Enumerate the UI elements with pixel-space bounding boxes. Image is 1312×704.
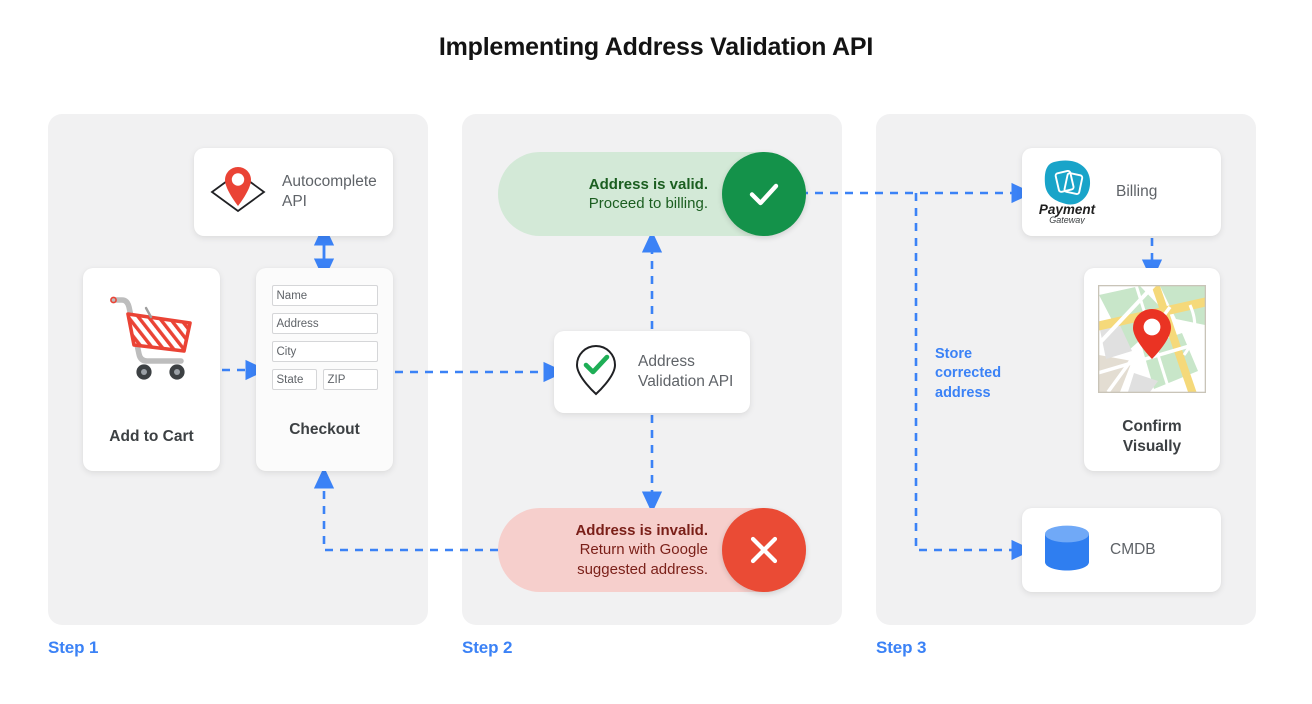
- address-invalid-line1: Address is invalid.: [575, 522, 708, 540]
- state-field[interactable]: State: [271, 369, 317, 390]
- map-thumbnail-icon: [1092, 279, 1211, 399]
- step-3-label: Step 3: [876, 638, 927, 657]
- cmdb-card[interactable]: CMDB: [1022, 508, 1221, 592]
- step-2-label: Step 2: [462, 638, 513, 657]
- checkout-card[interactable]: Name Address City State ZIP Checkout: [256, 268, 393, 471]
- zip-field[interactable]: ZIP: [322, 369, 378, 390]
- address-field[interactable]: Address: [271, 313, 378, 334]
- add-to-cart-label: Add to Cart: [109, 428, 194, 445]
- database-cylinder-icon: [1042, 524, 1092, 577]
- address-invalid-line3: suggested address.: [577, 560, 708, 578]
- autocomplete-api-label: Autocomplete API: [282, 173, 377, 210]
- map-pin-check-icon: [570, 341, 622, 404]
- add-to-cart-card[interactable]: Add to Cart: [83, 268, 220, 471]
- address-valid-line1: Address is valid.: [588, 175, 708, 193]
- store-corrected-address-label: Store corrected address: [935, 346, 1002, 401]
- name-field[interactable]: Name: [271, 285, 378, 306]
- check-icon: [722, 152, 806, 236]
- city-field[interactable]: City: [271, 341, 378, 362]
- address-valid-line2: Proceed to billing.: [588, 195, 708, 212]
- close-icon: [722, 508, 806, 592]
- map-pin-envelope-icon: [208, 161, 268, 224]
- address-invalid-banner: Address is invalid. Return with Google s…: [498, 508, 806, 592]
- billing-label: Billing: [1116, 183, 1158, 201]
- checkout-label: Checkout: [289, 421, 360, 438]
- address-invalid-line2: Return with Google: [579, 541, 708, 559]
- address-valid-banner: Address is valid. Proceed to billing.: [498, 152, 806, 236]
- shopping-cart-icon: [105, 290, 199, 387]
- step-1-label: Step 1: [48, 638, 99, 657]
- page-title: Implementing Address Validation API: [438, 33, 874, 61]
- billing-card[interactable]: Payment Gateway Billing: [1022, 148, 1221, 236]
- payment-gateway-icon: Payment Gateway: [1036, 156, 1100, 229]
- svg-text:Payment: Payment: [1039, 202, 1096, 217]
- cmdb-label: CMDB: [1110, 541, 1156, 559]
- svg-text:Gateway: Gateway: [1049, 215, 1085, 224]
- autocomplete-api-card[interactable]: Autocomplete API: [194, 148, 393, 236]
